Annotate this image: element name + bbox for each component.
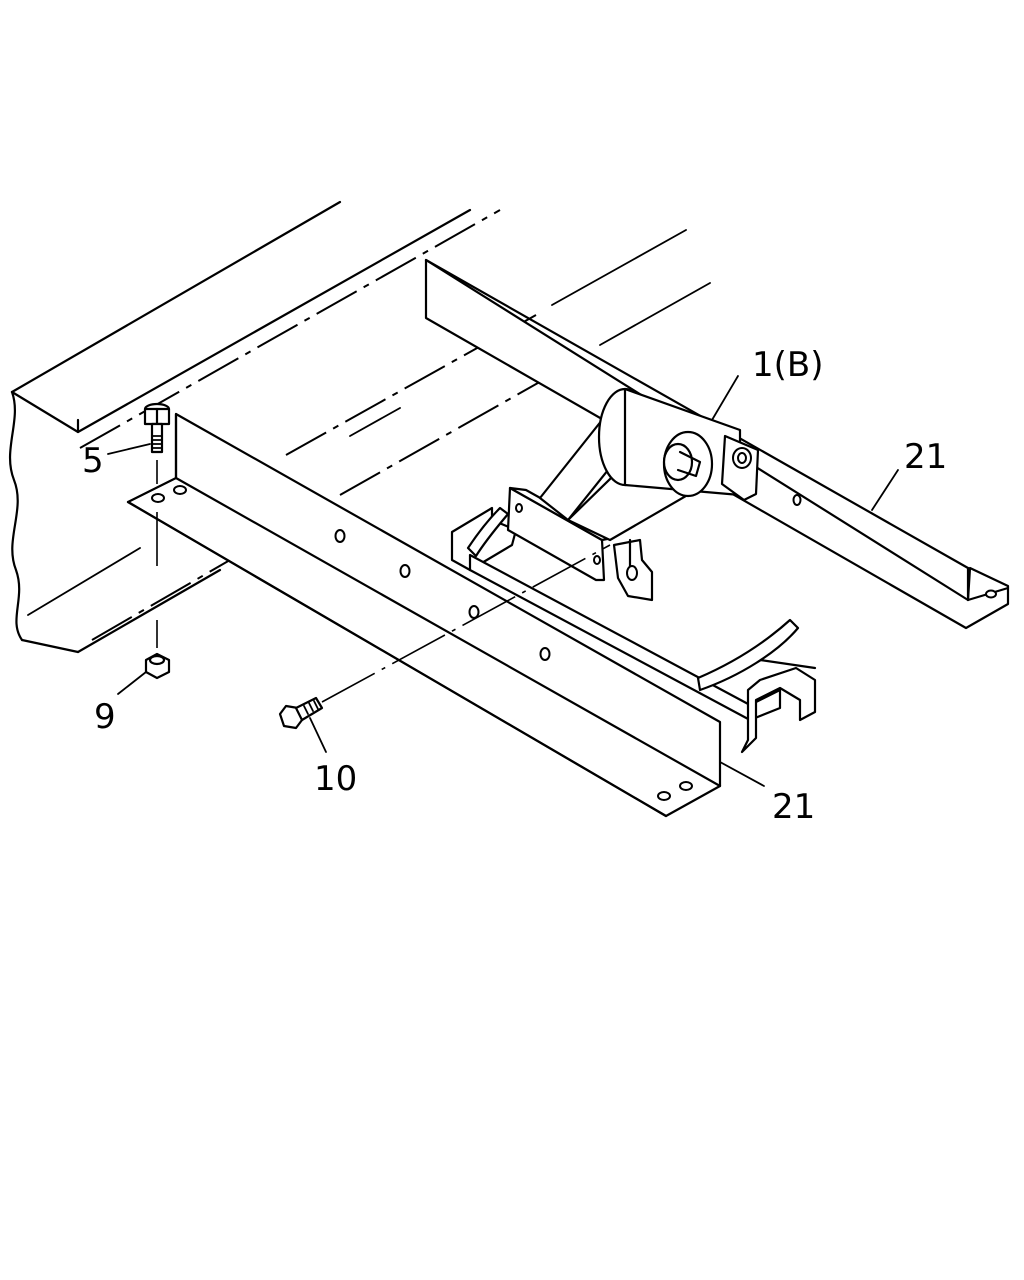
callout-part-10: 10 bbox=[314, 759, 357, 799]
chassis-frame-rails bbox=[9, 200, 711, 654]
nut-9 bbox=[144, 652, 171, 680]
angle-bracket-lower bbox=[126, 412, 722, 818]
callout-part-21-lower: 21 bbox=[772, 787, 815, 827]
bolt-5 bbox=[143, 402, 171, 648]
carrier-winch-assembly bbox=[506, 387, 760, 602]
callout-part-1: 1(B) bbox=[752, 345, 824, 385]
callout-part-21-upper: 21 bbox=[904, 437, 947, 477]
cross-member-channel bbox=[450, 506, 817, 754]
callout-part-9: 9 bbox=[94, 697, 116, 737]
leader-lines bbox=[107, 375, 899, 787]
bolt-10 bbox=[278, 544, 611, 730]
callout-part-5: 5 bbox=[82, 441, 104, 481]
